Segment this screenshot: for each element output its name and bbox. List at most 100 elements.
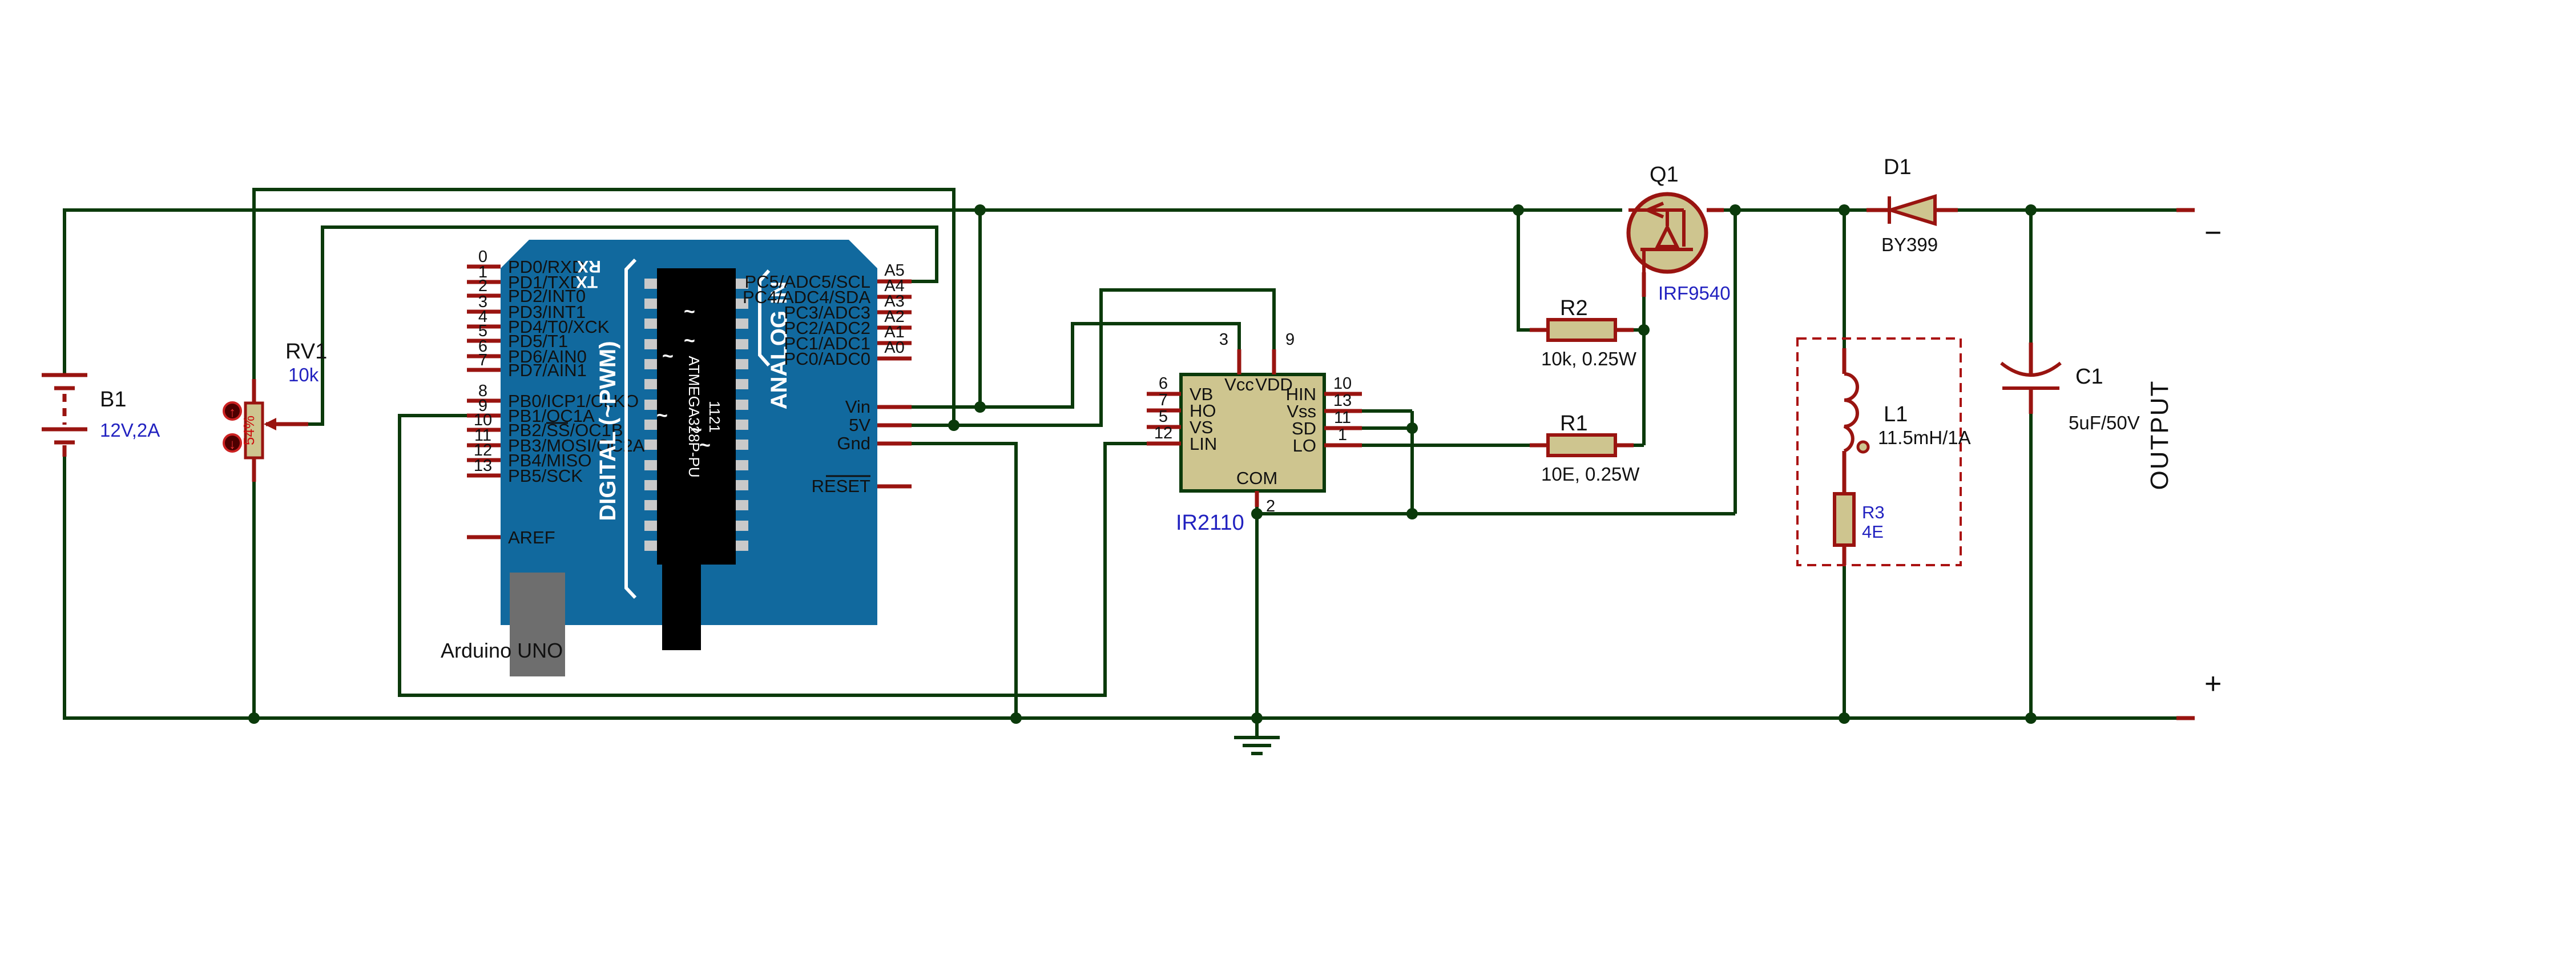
svg-text:10: 10 [474,411,492,429]
svg-text:Vcc: Vcc [1224,374,1254,394]
svg-text:9: 9 [1285,331,1295,349]
pot-decrease-button[interactable]: ↓ [223,433,242,453]
r2-ref: R2 [1560,296,1588,320]
battery-ref: B1 [100,388,126,412]
analog-bracket-icon [758,269,771,366]
l1-value: 11.5mH/1A [1878,427,1971,448]
svg-text:PD5/T1: PD5/T1 [508,331,568,351]
svg-text:5V: 5V [849,415,870,435]
svg-text:LIN: LIN [1190,434,1217,454]
driver-ir2110: 6 7 5 12 3 9 10 13 11 1 2 VB HO VS LIN V… [1147,331,1362,535]
analog-header: ANALOG IN [767,281,792,409]
svg-text:A2: A2 [884,308,904,326]
wires [63,188,2195,720]
svg-text:3: 3 [478,293,487,311]
output-minus-sign: − [2204,216,2222,249]
output-plus-sign: + [2204,667,2222,700]
svg-text:~: ~ [662,345,674,367]
svg-text:LO: LO [1293,436,1316,456]
pot-ref: RV1 [285,340,327,364]
svg-text:HO: HO [1190,401,1216,421]
svg-text:12: 12 [1154,424,1172,442]
svg-text:1: 1 [1338,426,1347,444]
svg-text:3: 3 [1219,331,1228,349]
ir2110-pin-stubs [1147,349,1362,507]
r1-value: 10E, 0.25W [1541,464,1640,485]
arduino-left-pin-numbers: 0 1 2 3 4 5 6 7 8 9 10 11 12 13 [474,248,492,475]
svg-text:PC3/ADC3: PC3/ADC3 [784,303,870,323]
arduino-left-pin-names: PD0/RXD PD1/TXD PD2/INT0 PD3/INT1 PD4/T0… [508,257,645,547]
svg-text:PB4/MISO: PB4/MISO [508,450,591,470]
resistor-r2: R2 10k, 0.25W [1530,296,1637,369]
wire-vin-vcc [912,322,1241,409]
svg-text:7: 7 [478,351,487,369]
battery-value: 12V,2A [100,420,160,441]
arduino-name: Arduino UNO [441,639,563,662]
wire-wiper-a5 [308,225,938,426]
arduino-right-pin-stubs [877,279,912,489]
reset-label: RESET [812,476,870,496]
r3-value: 4E [1862,522,1884,542]
arduino-analog-pin-numbers: A5 A4 A3 A2 A1 A0 [884,261,904,357]
svg-text:~: ~ [656,405,668,426]
svg-text:~: ~ [684,301,695,323]
usb-connector [510,573,565,676]
ir2110-pin-numbers: 6 7 5 12 3 9 10 13 11 1 2 [1154,331,1352,515]
svg-text:4: 4 [478,308,487,326]
wire-5v-top [252,188,956,425]
r1-ref: R1 [1560,412,1588,436]
svg-text:11: 11 [474,426,491,445]
svg-text:5: 5 [478,322,487,340]
svg-text:COM: COM [1236,468,1277,488]
c1-ref: C1 [2075,365,2103,389]
battery-b1: B1 12V,2A [42,373,160,457]
svg-text:9: 9 [478,397,487,415]
wire-pwm-lin [398,414,1147,697]
up-arrow-icon[interactable]: ↑ [229,405,236,420]
svg-text:PD2/INT0: PD2/INT0 [508,286,586,306]
svg-text:2: 2 [478,277,487,295]
inductor-r3-block: L1 11.5mH/1A R3 4E [1796,337,1971,566]
pot-increase-button[interactable]: ↑ [223,401,242,421]
wiper-arrow-icon [264,418,276,430]
r2-value: 10k, 0.25W [1541,348,1637,369]
svg-text:~: ~ [684,330,695,352]
svg-text:PD7/AIN1: PD7/AIN1 [508,360,587,380]
aref-label: AREF [508,527,555,547]
down-arrow-icon[interactable]: ↓ [229,437,236,452]
wire-gnd-drop [912,442,1018,718]
arduino-right-pin-names: PC5/ADC5/SCL PC4/ADC4/SDA PC3/ADC3 PC2/A… [743,272,870,496]
d1-value: BY399 [1881,234,1938,255]
svg-text:10: 10 [1333,374,1352,393]
svg-text:VB: VB [1190,384,1213,404]
l1-ref: L1 [1884,402,1908,426]
capacitor-c1: C1 5uF/50V [2000,342,2140,433]
svg-text:1: 1 [478,263,487,281]
svg-text:PD4/T0/XCK: PD4/T0/XCK [508,317,610,337]
driver-ref: IR2110 [1176,511,1244,535]
svg-text:VS: VS [1190,417,1213,437]
svg-text:PD3/INT1: PD3/INT1 [508,302,586,322]
diode-d1: D1 BY399 [1867,155,1958,255]
potentiometer-rv1: 54% ↑ ↓ RV1 10k [223,340,327,482]
svg-text:VDD: VDD [1255,374,1292,394]
chip-marking-line1: 1121 [706,401,723,433]
svg-text:A5: A5 [884,261,904,280]
svg-text:12: 12 [474,441,492,460]
svg-text:~: ~ [691,419,702,441]
wire-12v-rail [63,208,1622,375]
svg-text:PB0/ICP1/CLKO: PB0/ICP1/CLKO [508,391,639,411]
pot-percent: 54% [240,416,257,445]
output-labels: OUTPUT − + [2146,216,2222,700]
svg-text:13: 13 [1333,392,1352,410]
output-label: OUTPUT [2146,380,2174,490]
svg-text:A0: A0 [884,339,904,357]
tx-label: TX [576,272,598,291]
svg-text:PC1/ADC1: PC1/ADC1 [784,333,870,353]
d1-ref: D1 [1884,155,1912,179]
resistor-r1: R1 10E, 0.25W [1530,412,1640,485]
svg-text:0: 0 [478,248,487,266]
svg-text:Vss: Vss [1287,401,1316,421]
digital-header: DIGITAL (~PWM) [595,341,620,521]
svg-text:PD6/AIN0: PD6/AIN0 [508,346,587,366]
